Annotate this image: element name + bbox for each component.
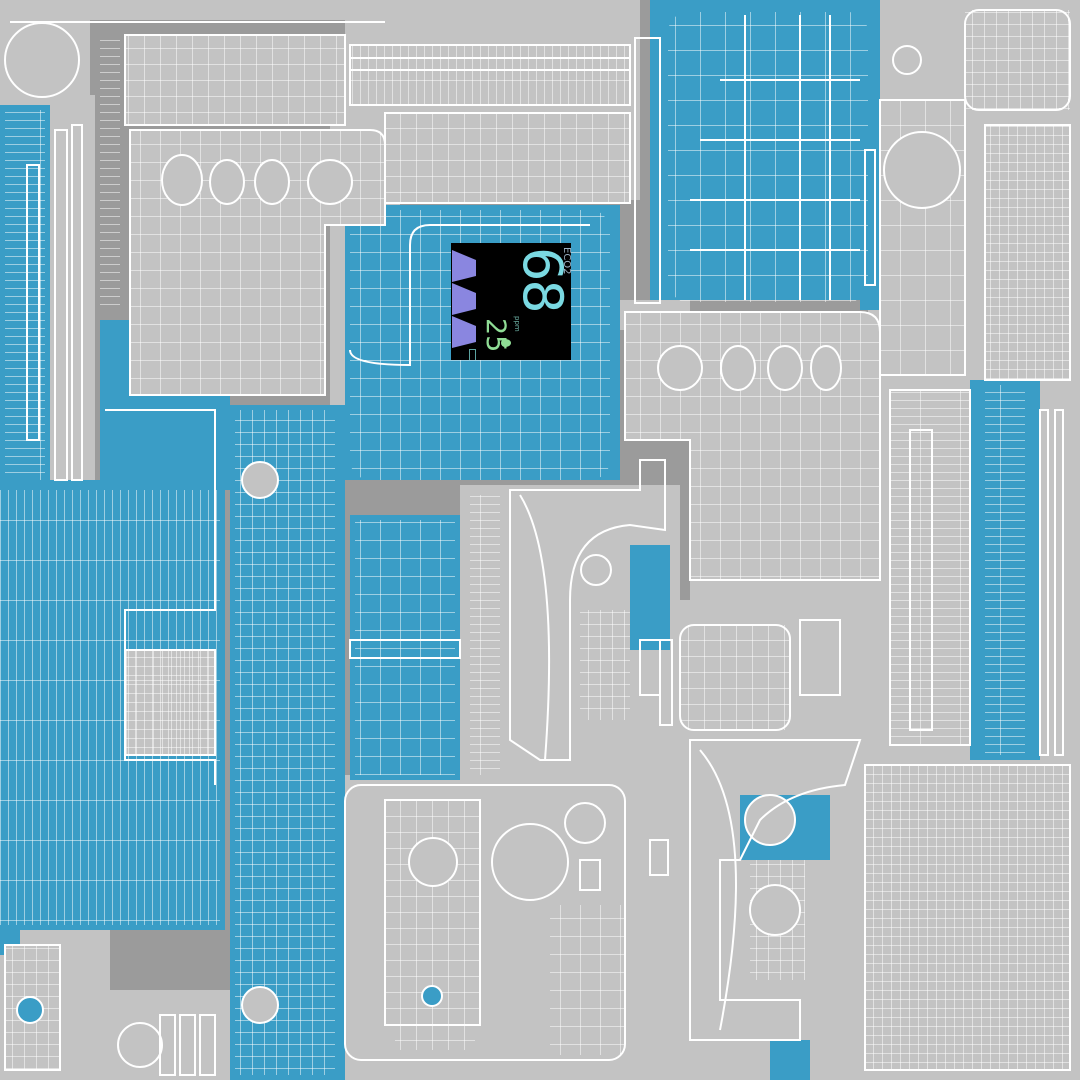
uv-blue-grids	[0, 12, 1025, 1075]
device-display-rotated: ECO2 68 25 ppm	[451, 243, 571, 360]
display-main-value: 68	[511, 247, 571, 312]
uv-wire-shapes	[105, 15, 862, 1041]
device-display: ECO2 68 25 ppm	[451, 243, 571, 360]
battery-icon	[469, 349, 476, 360]
display-secondary-value: 25	[480, 318, 511, 353]
uv-circles	[4, 22, 961, 1068]
display-unit: ppm	[513, 316, 521, 332]
uv-strips	[10, 21, 1064, 1076]
